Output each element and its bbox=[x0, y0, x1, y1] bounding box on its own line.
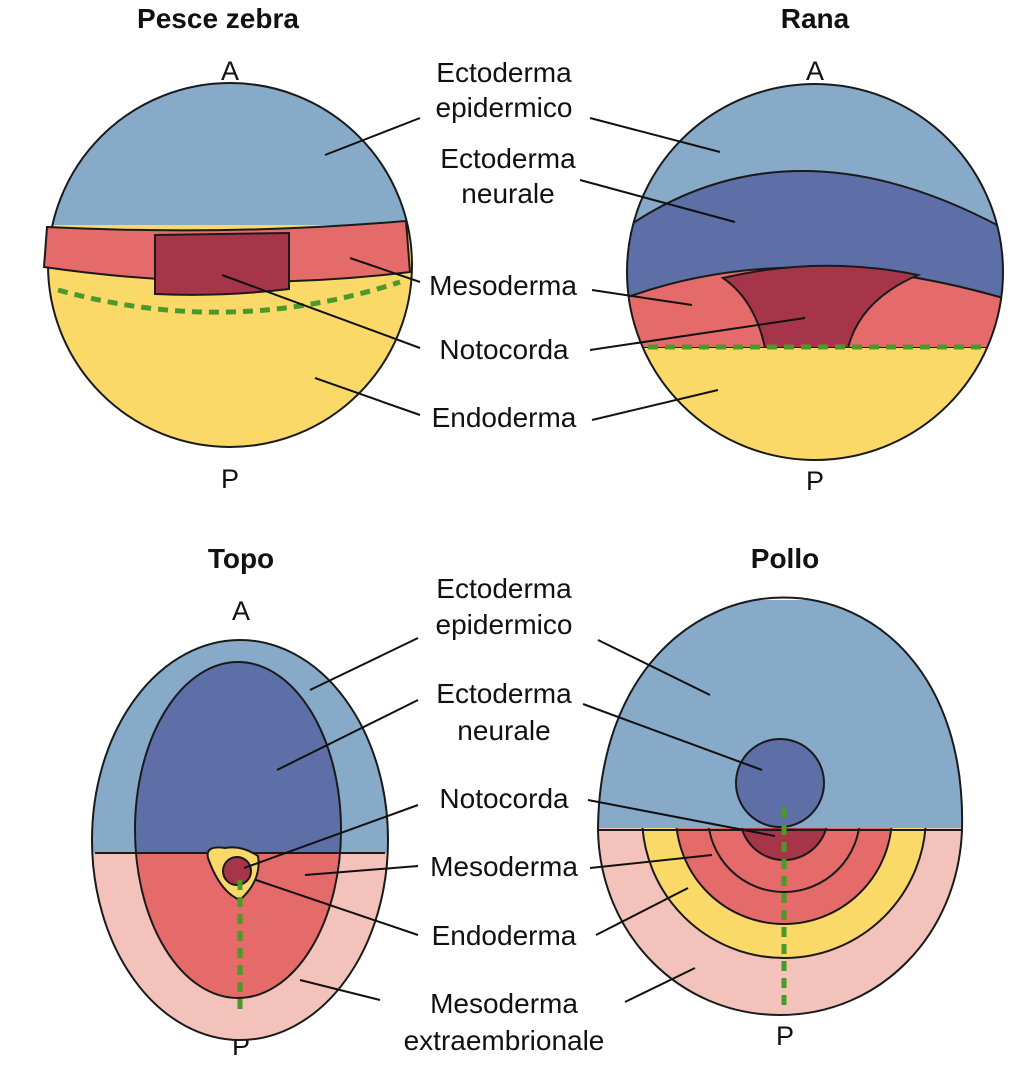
label-mesoderm-top: Mesoderma bbox=[429, 270, 577, 301]
label-notochord-bottom: Notocorda bbox=[439, 783, 569, 814]
label-extraembryonic-mesoderm-line2: extraembrionale bbox=[404, 1025, 605, 1056]
label-neural-ectoderm-top-line2: neurale bbox=[461, 178, 554, 209]
zebrafish-title: Pesce zebra bbox=[137, 3, 299, 34]
zebrafish-notochord bbox=[154, 231, 290, 296]
zebrafish-posterior-label: P bbox=[221, 464, 239, 494]
label-notochord-top: Notocorda bbox=[439, 334, 569, 365]
chick-posterior-label: P bbox=[776, 1021, 794, 1051]
label-neural-ectoderm-top: Ectoderma bbox=[440, 143, 576, 174]
label-epidermal-ectoderm-top: Ectoderma bbox=[436, 57, 572, 88]
frog-panel: Rana A P bbox=[579, 3, 1004, 496]
zebrafish-anterior-label: A bbox=[221, 56, 239, 86]
top-center-labels: Ectoderma epidermico Ectoderma neurale M… bbox=[429, 57, 577, 433]
frog-anterior-label: A bbox=[806, 56, 824, 86]
mouse-notochord bbox=[222, 856, 252, 886]
zebrafish-panel: Pesce zebra A P bbox=[42, 3, 421, 494]
label-epidermal-ectoderm-bottom: Ectoderma bbox=[436, 573, 572, 604]
frog-notochord bbox=[720, 264, 922, 349]
label-neural-ectoderm-bottom: Ectoderma bbox=[436, 678, 572, 709]
label-neural-ectoderm-bottom-line2: neurale bbox=[457, 715, 550, 746]
bottom-center-labels: Ectoderma epidermico Ectoderma neurale N… bbox=[404, 573, 605, 1056]
chick-title: Pollo bbox=[751, 543, 819, 574]
label-extraembryonic-mesoderm: Mesoderma bbox=[430, 988, 578, 1019]
frog-title: Rana bbox=[781, 3, 850, 34]
mouse-anterior-label: A bbox=[232, 596, 250, 626]
mouse-title: Topo bbox=[208, 543, 274, 574]
label-endoderm-top: Endoderma bbox=[432, 402, 577, 433]
zebrafish-margin-dashed-line bbox=[57, 279, 401, 315]
frog-posterior-label: P bbox=[806, 466, 824, 496]
chick-panel: Pollo A P bbox=[582, 543, 964, 1051]
chick-neural-ectoderm bbox=[735, 738, 825, 828]
label-epidermal-ectoderm-top-line2: epidermico bbox=[436, 92, 573, 123]
frog-endoderm bbox=[627, 348, 1003, 460]
label-endoderm-bottom: Endoderma bbox=[432, 920, 577, 951]
mouse-panel: Topo A P bbox=[91, 543, 419, 1061]
zebrafish-epidermal-ectoderm bbox=[48, 83, 412, 230]
label-mesoderm-bottom: Mesoderma bbox=[430, 851, 578, 882]
label-epidermal-ectoderm-bottom-line2: epidermico bbox=[436, 609, 573, 640]
